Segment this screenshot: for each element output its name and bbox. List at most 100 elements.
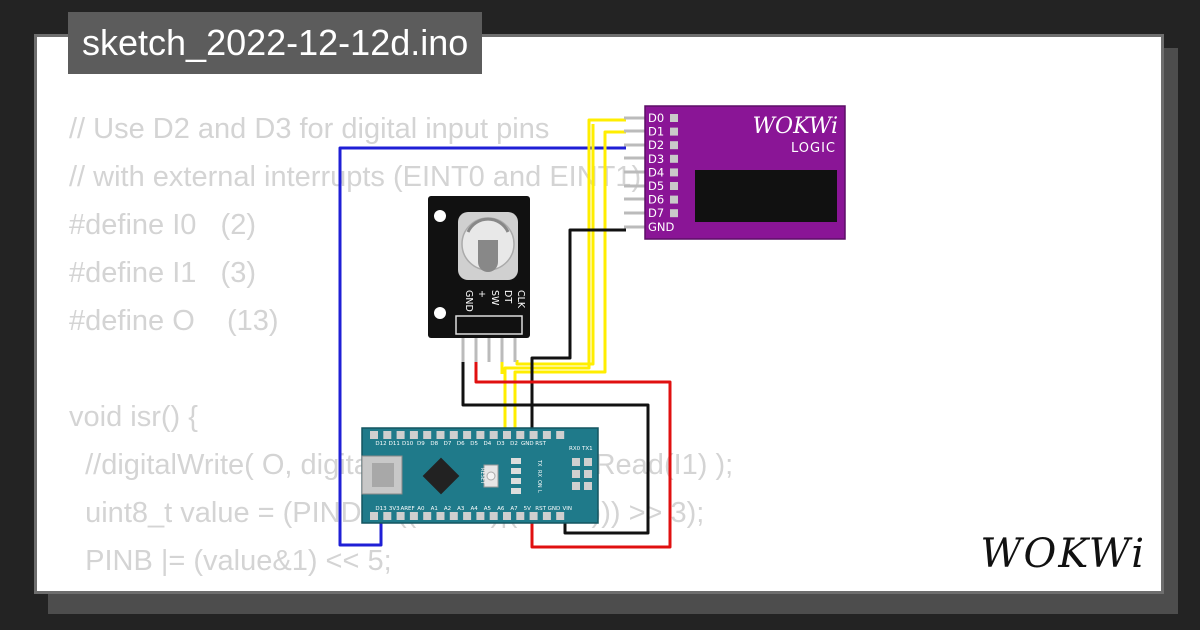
nano-pin-label: GND	[521, 441, 534, 447]
encoder-pin-label: DT	[502, 290, 513, 303]
nano-pin-label: RST	[535, 506, 546, 512]
nano-pin-label: D10	[402, 441, 414, 447]
encoder-pin-label: SW	[489, 290, 500, 306]
icsp-pad	[584, 458, 592, 466]
nano-pin-label: A4	[470, 506, 478, 512]
nano-pad	[370, 512, 378, 520]
logic-pin-pad	[670, 182, 678, 190]
nano-pin-label: A3	[457, 506, 465, 512]
encoder-pin-label: +	[476, 290, 487, 298]
nano-pad	[463, 512, 472, 520]
nano-pad	[503, 431, 511, 439]
nano-pin-label: D5	[470, 441, 478, 447]
code-line: // with external interrupts (EINT0 and E…	[69, 161, 761, 193]
logic-pin-pad	[670, 168, 678, 177]
nano-pin-label: A7	[510, 506, 518, 512]
nano-pad	[503, 512, 511, 520]
nano-pin-label: 5V	[524, 506, 531, 512]
encoder-hole-1	[434, 210, 446, 222]
icsp-header	[572, 458, 592, 490]
nano-pad	[436, 431, 445, 439]
mcu-chip	[422, 457, 460, 495]
nano-pin-label: D12	[375, 441, 386, 447]
nano-pad	[409, 512, 418, 520]
logic-pin-label: D7	[648, 206, 664, 220]
nano-pin-label: A6	[497, 506, 505, 512]
nano-pad	[449, 512, 458, 520]
nano-pin-label: D3	[497, 441, 505, 447]
wire-yellow-4	[515, 124, 595, 366]
rx-label: RX0	[569, 446, 581, 452]
nano-pad	[476, 512, 485, 520]
nano-pin-label: VIN	[562, 506, 572, 512]
nano-pin-label: A5	[484, 506, 492, 512]
led-label: ON	[536, 480, 542, 488]
nano-pin-label: D9	[417, 441, 425, 447]
logic-pin-label: D0	[648, 111, 664, 125]
nano-pad	[423, 431, 432, 439]
logic-pin-pad	[670, 114, 678, 122]
rotate-arrow-icon	[466, 217, 510, 233]
preview-card: // Use D2 and D3 for digital input pins /…	[34, 34, 1164, 594]
nano-pin-label: D8	[430, 441, 438, 447]
icsp-pad	[584, 482, 592, 490]
encoder-pin-label: GND	[463, 290, 474, 312]
code-line: // Use D2 and D3 for digital input pins	[69, 113, 550, 145]
nano-pin-label: A0	[417, 506, 425, 512]
nano-pin-label: RST	[535, 441, 546, 447]
nano-pad	[516, 512, 525, 520]
wire-yellow-1	[503, 118, 626, 436]
nano-pad	[516, 431, 525, 439]
nano-pin-label: A2	[444, 506, 451, 512]
logic-pin-pad	[670, 154, 678, 163]
wire-red	[474, 360, 672, 549]
nano-pin-label: D11	[389, 441, 400, 447]
nano-pad	[436, 512, 445, 520]
logic-pin-pad	[670, 141, 678, 150]
tx-label: TX1	[581, 446, 593, 452]
logic-brand: WOKWi	[752, 114, 838, 139]
nano-pad	[423, 512, 432, 520]
logic-pin-label: D6	[648, 193, 664, 207]
logic-pin-label: D4	[648, 165, 664, 179]
nano-pin-label: D4	[484, 441, 492, 447]
nano-bottom-pads	[370, 512, 565, 520]
wire-blue	[338, 146, 626, 547]
wokwi-watermark: WOKWi	[980, 531, 1146, 577]
nano-pin-label: GND	[548, 506, 561, 512]
logic-pin-label: D1	[648, 125, 664, 139]
icsp-pad	[584, 470, 592, 478]
logic-pin-leads	[624, 116, 646, 229]
logic-pin-pad	[670, 127, 678, 136]
code-line: void isr() {	[69, 401, 198, 433]
led-label: TX	[536, 459, 542, 467]
reset-button-cap[interactable]	[486, 471, 496, 481]
usb-port-inner	[372, 463, 394, 487]
nano-pad	[556, 431, 565, 439]
logic-pin-label: GND	[648, 220, 675, 234]
nano-pad	[476, 431, 485, 439]
nano-pin-label: D13	[375, 506, 387, 512]
nano-pad	[463, 431, 472, 439]
nano-pad	[529, 431, 538, 439]
encoder-shaft-icon	[478, 240, 498, 272]
nano-pad	[409, 431, 418, 439]
nano-pin-label: D6	[457, 441, 465, 447]
code-line: #define I0 (2)	[69, 209, 256, 241]
logic-pin-label: D3	[648, 152, 664, 166]
code-line: #define I1 (3)	[69, 257, 256, 289]
nano-pin-label: A1	[431, 506, 438, 512]
logic-pin-pad	[670, 209, 678, 218]
nano-pad	[542, 512, 551, 520]
icsp-pad	[572, 458, 580, 466]
wire-yellow-2	[513, 130, 626, 436]
logic-display	[695, 170, 837, 222]
